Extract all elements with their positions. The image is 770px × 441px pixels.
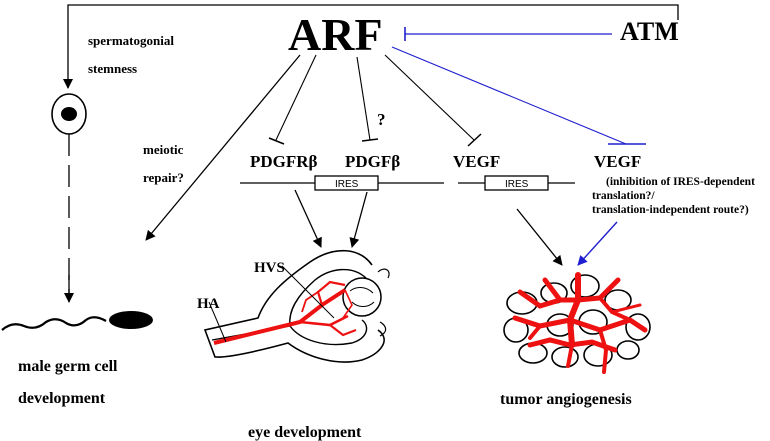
- note-line-1: (inhibition of IRES-dependent: [606, 176, 755, 188]
- label-eye-development: eye development: [248, 424, 362, 441]
- tumor-vessels: [512, 272, 648, 374]
- arf-inhibit-vegf-line: [384, 54, 475, 141]
- arf-title: ARF: [288, 9, 383, 60]
- vegf-blue-to-tumor-arrow: [577, 221, 618, 266]
- label-meiotic: meiotic: [143, 142, 184, 157]
- label-male-germ-cell: male germ cell: [18, 358, 118, 375]
- spermatogonium-cell: [51, 93, 87, 135]
- label-tumor-angiogenesis: tumor angiogenesis: [500, 391, 632, 408]
- note-line-2: translation?/: [592, 190, 655, 202]
- label-vegf-2: VEGF: [594, 152, 641, 171]
- arf-to-germ-cell-arrow: [145, 54, 301, 241]
- label-development: development: [18, 390, 106, 407]
- ires-box-2: IRES: [458, 175, 575, 191]
- eye-drawing: [203, 249, 390, 363]
- label-spermatogonial: spermatogonial: [88, 33, 174, 48]
- vegf-to-tumor-arrow: [516, 208, 563, 266]
- ha-pointer: [208, 301, 227, 343]
- atm-to-spermatogonia-arrow: [63, 4, 679, 89]
- ires-label-2: IRES: [505, 179, 529, 190]
- label-vegf-1: VEGF: [453, 152, 500, 171]
- label-question: ?: [377, 110, 386, 129]
- arf-inhibit-pdgfrb-line: [275, 54, 317, 141]
- inhibit-bar-pdgfrb: [268, 137, 285, 145]
- note-line-3: translation-independent route?): [592, 204, 749, 216]
- inhibit-bar-pdgfb: [361, 138, 379, 142]
- label-pdgfrb: PDGFRβ: [250, 152, 318, 171]
- sperm-cell-icon: [1, 311, 153, 331]
- label-ha: HA: [197, 296, 220, 312]
- label-pdgfb: PDGFβ: [345, 152, 400, 171]
- ires-box-1: IRES: [240, 175, 444, 191]
- ires-label-1: IRES: [335, 179, 359, 190]
- arf-inhibit-pdgfb-line: [356, 56, 371, 141]
- inhibit-bar-vegf: [467, 133, 482, 147]
- pdgfrb-to-eye-arrow: [294, 189, 322, 248]
- atm-label: ATM: [620, 17, 679, 46]
- hvs-pointer: [281, 265, 335, 319]
- label-hvs: HVS: [254, 260, 285, 276]
- label-repair: repair?: [143, 170, 184, 185]
- arf-inhibit-vegf-blue-line: [391, 46, 627, 145]
- pdgfb-to-eye-arrow: [349, 191, 368, 248]
- label-stemness: stemness: [88, 61, 137, 76]
